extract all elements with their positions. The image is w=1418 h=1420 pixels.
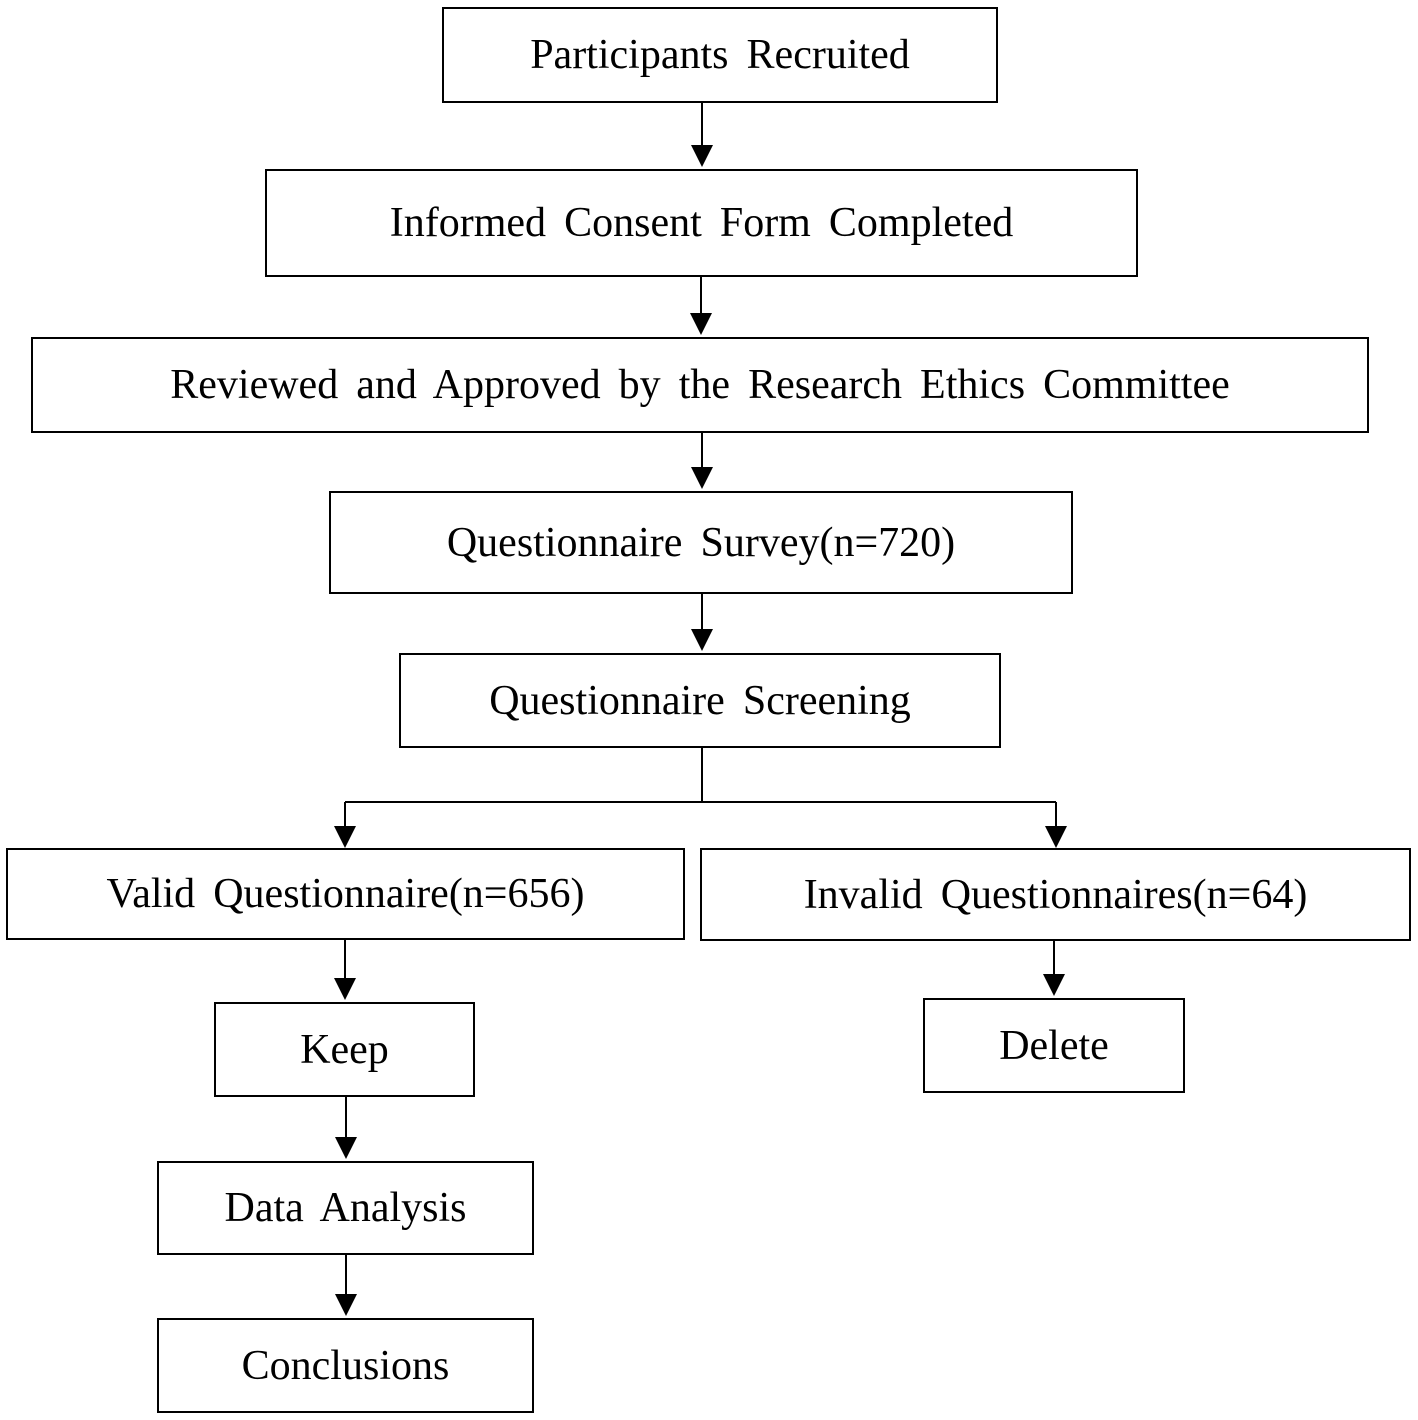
node-invalid-questionnaires: Invalid Questionnaires(n=64) <box>700 848 1411 941</box>
node-keep: Keep <box>214 1002 475 1097</box>
arrowhead-to-consent <box>691 145 713 167</box>
node-data-analysis: Data Analysis <box>157 1161 534 1255</box>
node-valid-questionnaire: Valid Questionnaire(n=656) <box>6 848 685 940</box>
arrowhead-to-ethics <box>690 313 712 335</box>
node-ethics-review: Reviewed and Approved by the Research Et… <box>31 337 1369 433</box>
arrowhead-to-delete <box>1043 974 1065 996</box>
arrowhead-to-survey <box>691 467 713 489</box>
arrowhead-to-valid <box>334 826 356 848</box>
node-participants-recruited: Participants Recruited <box>442 7 998 103</box>
node-delete: Delete <box>923 998 1185 1093</box>
arrowhead-to-conclusions <box>335 1294 357 1316</box>
node-questionnaire-survey: Questionnaire Survey(n=720) <box>329 491 1073 594</box>
node-conclusions: Conclusions <box>157 1318 534 1413</box>
arrowhead-to-invalid <box>1045 826 1067 848</box>
arrowhead-to-screening <box>691 629 713 651</box>
arrowhead-to-keep <box>334 978 356 1000</box>
arrowhead-to-analysis <box>335 1137 357 1159</box>
node-questionnaire-screening: Questionnaire Screening <box>399 653 1001 748</box>
node-informed-consent: Informed Consent Form Completed <box>265 169 1138 277</box>
